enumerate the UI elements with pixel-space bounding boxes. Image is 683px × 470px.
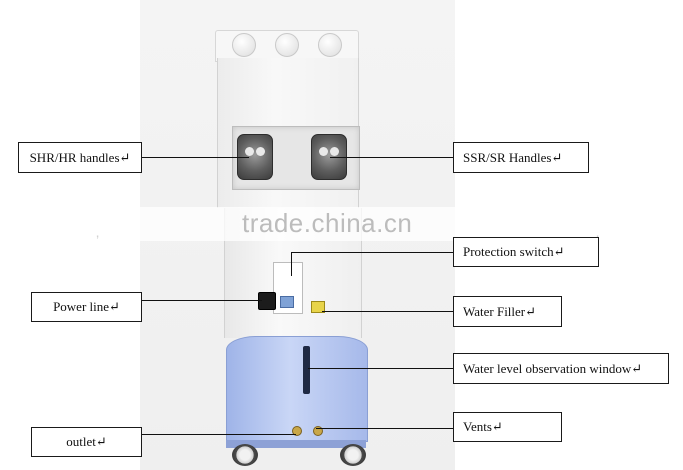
callout-outlet: outlet↵ bbox=[31, 427, 142, 457]
leader-line-filler bbox=[322, 311, 453, 312]
leader-line-power bbox=[141, 300, 262, 301]
vents-port bbox=[313, 426, 323, 436]
callout-water-level-window: Water level observation window↵ bbox=[453, 353, 669, 384]
protection-switch bbox=[280, 296, 294, 308]
callout-vents: Vents↵ bbox=[453, 412, 562, 442]
watermark-band bbox=[100, 207, 610, 241]
water-filler-warning-sign bbox=[311, 301, 325, 313]
callout-water-filler: Water Filler↵ bbox=[453, 296, 562, 327]
handle-holder-cup bbox=[232, 33, 256, 57]
leader-line-level-window bbox=[308, 368, 453, 369]
watermark-text: trade.china.cn bbox=[242, 208, 413, 238]
outlet-port bbox=[292, 426, 302, 436]
leader-line-protection-drop bbox=[291, 252, 292, 276]
caster-wheel bbox=[232, 444, 258, 466]
machine-base bbox=[226, 440, 366, 448]
lower-housing bbox=[226, 336, 368, 442]
callout-protection-switch: Protection switch↵ bbox=[453, 237, 599, 267]
watermark-fragment: ’ bbox=[96, 232, 100, 248]
callout-ssr-sr-handles: SSR/SR Handles↵ bbox=[453, 142, 589, 173]
leader-line-shr-hr bbox=[141, 157, 249, 158]
leader-line-outlet bbox=[141, 434, 296, 435]
water-level-window bbox=[303, 346, 310, 394]
callout-shr-hr-handles: SHR/HR handles↵ bbox=[18, 142, 142, 173]
leader-line-vents bbox=[316, 428, 453, 429]
handle-holder-cup bbox=[275, 33, 299, 57]
caster-wheel bbox=[340, 444, 366, 466]
leader-line-protection bbox=[291, 252, 453, 253]
callout-power-line: Power line↵ bbox=[31, 292, 142, 322]
leader-line-ssr-sr bbox=[330, 157, 453, 158]
handle-holder-cup bbox=[318, 33, 342, 57]
power-socket bbox=[258, 292, 276, 310]
